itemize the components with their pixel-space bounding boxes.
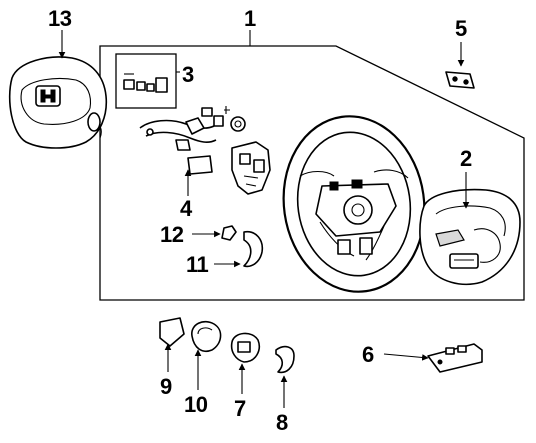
part-12-clip bbox=[221, 225, 237, 241]
assembly-outline bbox=[99, 45, 525, 301]
part-2-cover bbox=[419, 188, 521, 286]
callout-12: 12 bbox=[160, 222, 184, 247]
callout-3: 3 bbox=[182, 62, 194, 87]
callout-2: 2 bbox=[460, 146, 472, 171]
callout-9: 9 bbox=[160, 374, 172, 399]
part-10-ring bbox=[191, 320, 222, 352]
part-9-cover bbox=[159, 317, 185, 347]
switch-bracket bbox=[231, 141, 271, 195]
callout-7: 7 bbox=[234, 396, 246, 421]
callout-6: 6 bbox=[362, 342, 374, 367]
callout-10: 10 bbox=[184, 392, 208, 417]
callout-4: 4 bbox=[180, 196, 192, 221]
wire-harness bbox=[139, 117, 217, 151]
callout-13: 13 bbox=[48, 6, 72, 31]
callout-5: 5 bbox=[455, 16, 467, 41]
part-3-box bbox=[115, 53, 177, 109]
small-connectors bbox=[201, 106, 246, 132]
part-13-airbag-module bbox=[8, 56, 108, 149]
part-4-block bbox=[187, 155, 213, 175]
part-3-clips bbox=[123, 73, 168, 93]
callout-8: 8 bbox=[276, 410, 288, 435]
part-8-trim bbox=[275, 345, 295, 374]
steering-wheel bbox=[282, 115, 426, 293]
part-5-bracket bbox=[445, 71, 475, 89]
leader-6 bbox=[383, 353, 429, 361]
callout-1: 1 bbox=[244, 6, 256, 31]
part-7-cover bbox=[230, 332, 260, 363]
callout-11: 11 bbox=[186, 252, 209, 277]
part-11-cover bbox=[243, 230, 264, 268]
part-6-switch bbox=[427, 343, 483, 373]
